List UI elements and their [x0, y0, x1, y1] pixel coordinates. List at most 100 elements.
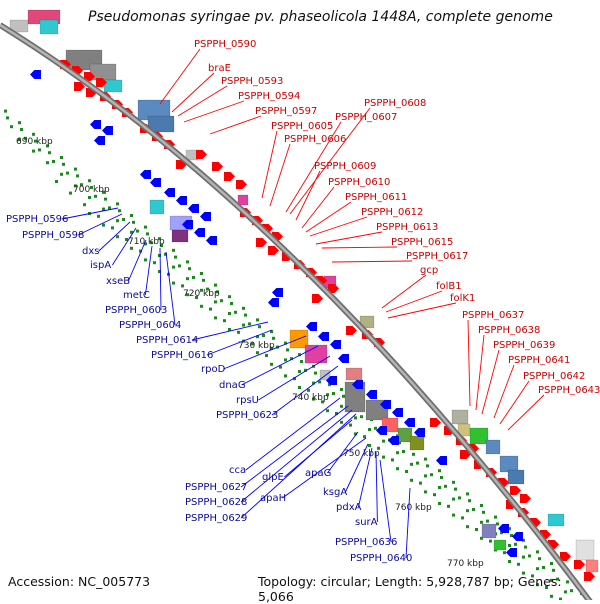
tick-mark — [382, 439, 385, 443]
reverse-gene-arrow — [30, 70, 41, 79]
tick-mark — [503, 551, 506, 555]
tick-mark — [298, 386, 301, 389]
tick-mark — [130, 230, 133, 234]
reverse-gene-label: ksgA — [323, 487, 347, 498]
reverse-gene-label: PSPPH_0603 — [105, 305, 167, 316]
tick-mark — [144, 258, 147, 262]
tick-mark — [186, 293, 189, 297]
tick-mark — [486, 519, 489, 523]
forward-gene-label: PSPPH_0639 — [493, 340, 555, 351]
feature-box — [575, 539, 595, 561]
reverse-gene-label: dnaG — [219, 380, 246, 391]
tick-mark — [186, 260, 189, 264]
tick-mark — [500, 531, 503, 535]
tick-mark — [251, 342, 254, 346]
forward-gene-arrow — [430, 418, 441, 427]
tick-mark — [125, 238, 128, 241]
forward-gene-label: PSPPH_0613 — [376, 222, 438, 233]
forward-gene-label: PSPPH_0611 — [345, 192, 407, 203]
tick-mark — [130, 246, 133, 250]
forward-gene-label: PSPPH_0608 — [364, 98, 426, 109]
forward-gene-arrow — [74, 82, 85, 91]
reverse-label-leader — [284, 419, 353, 478]
reverse-label-leader — [77, 213, 123, 236]
tick-mark — [514, 542, 517, 546]
feature-box — [499, 455, 519, 473]
feature-box — [485, 439, 501, 455]
tick-mark — [517, 562, 520, 566]
tick-mark — [52, 160, 55, 163]
tick-label: 770 kbp — [447, 559, 484, 569]
tick-mark — [444, 484, 447, 488]
tick-mark — [536, 583, 539, 587]
feature-box — [481, 523, 497, 539]
tick-mark — [570, 589, 573, 593]
tick-mark — [524, 545, 527, 549]
tick-mark — [508, 527, 511, 531]
tick-mark — [178, 264, 181, 268]
reverse-gene-arrow — [272, 288, 283, 297]
feature-box — [493, 539, 507, 551]
reverse-gene-arrow — [268, 298, 279, 307]
forward-label-leader — [481, 349, 500, 415]
tick-mark — [542, 566, 545, 569]
reverse-gene-arrow — [188, 204, 199, 213]
tick-mark — [258, 325, 261, 329]
tick-mark — [6, 116, 9, 120]
tick-mark — [536, 550, 539, 554]
tick-mark — [293, 377, 296, 381]
tick-mark — [158, 237, 161, 241]
reverse-gene-arrow — [164, 188, 175, 197]
tick-mark — [200, 288, 203, 292]
tick-mark — [360, 415, 363, 419]
forward-gene-label: PSPPH_0594 — [238, 91, 300, 102]
reverse-label-leader — [327, 431, 359, 474]
tick-mark — [122, 218, 125, 221]
tick-mark — [242, 323, 245, 327]
reverse-gene-label: cca — [229, 465, 246, 476]
tick-mark — [214, 300, 217, 304]
forward-label-leader — [381, 274, 427, 309]
tick-mark — [144, 242, 147, 246]
forward-gene-arrow — [236, 180, 247, 189]
reverse-label-leader — [241, 345, 319, 386]
tick-mark — [332, 392, 335, 395]
tick-mark — [354, 416, 357, 420]
tick-mark — [206, 287, 209, 291]
forward-gene-label: gcp — [420, 265, 438, 276]
reverse-gene-label: PSPPH_0640 — [350, 553, 412, 564]
tick-mark — [396, 467, 399, 471]
feature-box — [397, 427, 413, 443]
reverse-label-leader — [271, 365, 339, 416]
tick-mark — [136, 229, 139, 233]
tick-mark — [284, 358, 287, 362]
tick-mark — [256, 318, 259, 322]
tick-mark — [494, 515, 497, 519]
reverse-label-leader — [191, 321, 269, 341]
tick-mark — [522, 538, 525, 542]
reverse-label-leader — [61, 207, 119, 220]
reverse-label-leader — [206, 329, 273, 356]
forward-gene-arrow — [574, 560, 585, 569]
tick-mark — [522, 555, 525, 559]
tick-mark — [550, 562, 553, 565]
tick-mark — [424, 457, 427, 461]
forward-gene-label: PSPPH_0607 — [335, 112, 397, 123]
tick-mark — [556, 577, 559, 581]
tick-mark — [396, 434, 399, 438]
tick-mark — [202, 278, 205, 282]
tick-mark — [545, 586, 548, 589]
tick-mark — [214, 283, 217, 287]
tick-mark — [368, 444, 371, 447]
reverse-gene-label: PSPPH_0627 — [185, 482, 247, 493]
tick-mark — [416, 461, 419, 465]
reverse-gene-arrow — [326, 376, 337, 385]
reverse-gene-labels: PSPPH_0596PSPPH_0598dxsispAxseBmetCPSPPH… — [6, 207, 412, 564]
tick-mark — [326, 409, 329, 413]
forward-gene-label: PSPPH_0612 — [361, 207, 423, 218]
reverse-label-leader — [344, 443, 369, 493]
tick-mark — [340, 404, 343, 408]
map-title: Pseudomonas syringae pv. phaseolicola 14… — [88, 9, 553, 25]
